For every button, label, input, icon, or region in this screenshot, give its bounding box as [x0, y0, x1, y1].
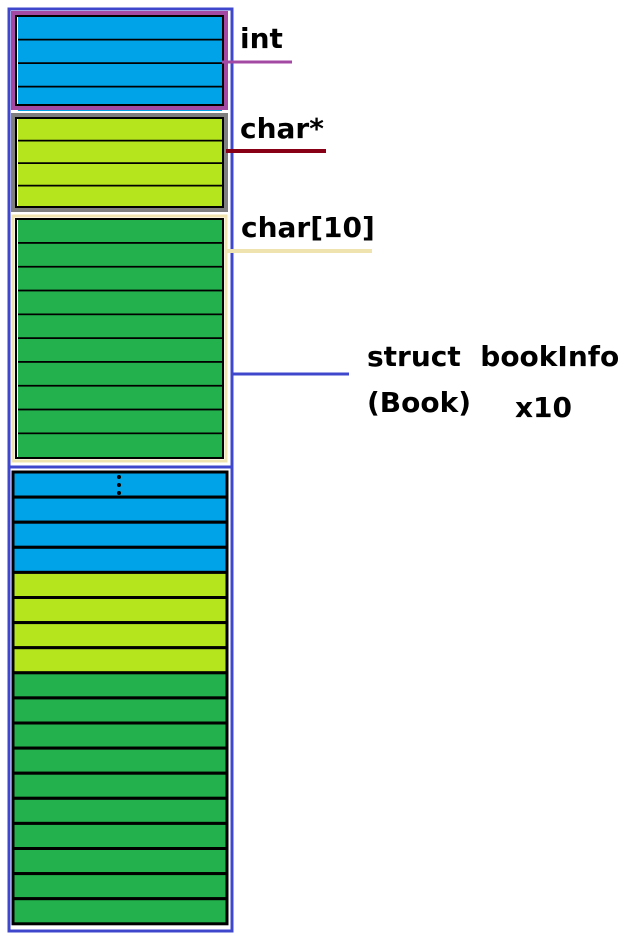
char-array-byte-cell — [11, 821, 229, 851]
last-struct-bytes — [11, 470, 229, 926]
struct-alias-label: (Book) — [367, 386, 472, 419]
char-array-byte-cell — [18, 291, 222, 316]
char-ptr-byte-cell — [18, 186, 222, 209]
char-array-byte-cell — [11, 696, 229, 725]
char-array-byte-cell — [18, 315, 222, 339]
char-array-byte-cell — [18, 362, 222, 387]
char-array-byte-cell — [11, 796, 229, 825]
char-ptr-member-outline — [11, 113, 228, 212]
int-label: int — [240, 22, 283, 55]
char-ptr-byte-cell — [18, 164, 222, 187]
char-ptr-byte-cell — [18, 119, 222, 142]
char-array-byte-cell — [11, 897, 229, 926]
char-array-byte-cell — [18, 339, 222, 363]
char-ptr-byte-cell — [11, 596, 229, 625]
char-array-byte-cell — [18, 243, 222, 268]
member-inner-border — [15, 117, 224, 208]
char-array-byte-cell — [11, 771, 229, 800]
char-ptr-byte-cell — [11, 646, 229, 675]
char-array-byte-cell — [11, 721, 229, 750]
char-array-member-outline — [11, 214, 228, 463]
char-ptr-byte-cell — [11, 570, 229, 600]
struct-array-outline — [7, 7, 234, 933]
struct-name-label: struct bookInfo — [367, 340, 619, 373]
char-array-byte-cell — [18, 220, 222, 244]
char-ptr-byte-cell — [18, 141, 222, 164]
ellipsis-dots — [117, 475, 121, 495]
char-array-byte-cell — [11, 671, 229, 700]
int-byte-cell — [18, 64, 222, 88]
char-array-label: char[10] — [241, 211, 375, 244]
member-inner-border — [15, 218, 224, 459]
char-array-byte-cell — [18, 267, 222, 292]
char-array-byte-cell — [18, 410, 222, 435]
int-byte-cell — [11, 520, 229, 549]
char-ptr-label: char* — [240, 112, 324, 145]
char-array-byte-cell — [18, 386, 222, 411]
int-byte-cell — [11, 545, 229, 574]
char-array-byte-cell — [11, 847, 229, 876]
repeat-count-label: x10 — [515, 391, 573, 424]
char-array-byte-cell — [11, 746, 229, 775]
int-byte-cell — [18, 17, 222, 41]
first-struct-bytes — [18, 17, 222, 458]
char-ptr-byte-cell — [11, 621, 229, 650]
int-byte-cell — [18, 40, 222, 64]
char-array-byte-cell — [18, 434, 222, 458]
char-array-byte-cell — [11, 872, 229, 901]
int-byte-cell — [11, 495, 229, 524]
